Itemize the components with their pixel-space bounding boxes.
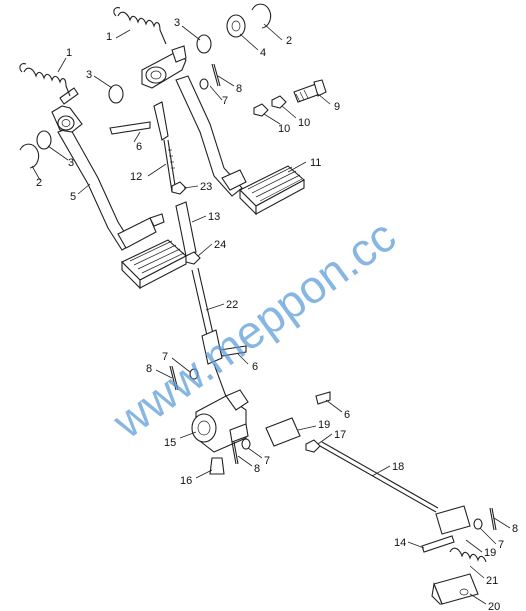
callout-15: 15 (164, 437, 176, 449)
callout-8a: 8 (236, 83, 242, 95)
cotter-pin-top (211, 63, 221, 87)
callout-8b: 8 (146, 363, 152, 375)
grease-fitting-16 (209, 457, 225, 475)
left-pedal-pad (121, 239, 187, 290)
callout-24: 24 (214, 239, 226, 251)
callout-22: 22 (226, 299, 238, 311)
left-pedal-arm (51, 87, 165, 251)
callout-21: 21 (486, 575, 498, 587)
callout-7d: 7 (498, 539, 504, 551)
watermark-text: www.meppon.cc (103, 209, 405, 449)
clevis-pin-6-top (109, 121, 151, 135)
washer-7-lower (473, 518, 483, 530)
sleeve-13 (175, 201, 197, 257)
callout-3a: 3 (68, 157, 74, 169)
bracket-20 (431, 573, 479, 605)
clevis-pin-14 (421, 535, 455, 553)
callout-19a: 19 (318, 419, 330, 431)
snap-ring-right (251, 3, 272, 29)
callout-6b: 6 (252, 361, 258, 373)
callout-6c: 6 (344, 409, 350, 421)
right-pedal-pad (239, 165, 305, 216)
callout-14: 14 (394, 537, 406, 549)
callout-10b: 10 (298, 117, 310, 129)
large-washer (226, 14, 246, 38)
callout-23: 23 (200, 181, 212, 193)
callout-8c: 8 (254, 463, 260, 475)
washer-left (36, 130, 52, 150)
callout-3c: 3 (174, 17, 180, 29)
callout-13: 13 (208, 211, 220, 223)
right-pedal-arm (141, 45, 247, 197)
callout-7b: 7 (222, 95, 228, 107)
clevis-pin-6-mid (219, 345, 247, 357)
clevis-19-lower (435, 505, 471, 535)
callout-19b: 19 (484, 547, 496, 559)
callout-10a: 10 (278, 123, 290, 135)
cotter-pin-8-mid (169, 365, 179, 391)
washer-top (196, 34, 212, 54)
callout-6a: 6 (136, 141, 142, 153)
callout-2b: 2 (286, 35, 292, 47)
washer-mid (108, 84, 124, 104)
callout-18: 18 (392, 461, 404, 473)
spring-21 (449, 547, 487, 563)
callout-1a: 1 (66, 47, 72, 59)
callout-7c: 7 (264, 455, 270, 467)
washer-7-mid (189, 368, 199, 380)
callout-11: 11 (310, 157, 321, 169)
callout-20: 20 (488, 601, 500, 611)
callout-7a: 7 (162, 351, 168, 363)
callout-3b: 3 (86, 69, 92, 81)
callout-4: 4 (260, 47, 266, 59)
leader-lines (31, 23, 511, 605)
washer-7-top (199, 78, 209, 90)
callout-17: 17 (334, 429, 346, 441)
callout-5: 5 (70, 191, 76, 203)
nut-24 (185, 251, 201, 265)
callout-9: 9 (334, 101, 340, 113)
rod-12 (153, 101, 177, 193)
callout-2a: 2 (36, 177, 42, 189)
nut-17 (305, 439, 321, 453)
cotter-pin-8-low (231, 441, 239, 465)
nut-23 (171, 181, 187, 195)
callout-labels: 1 1 2 2 3 3 3 4 5 6 6 6 7 7 7 7 8 8 8 8 … (36, 17, 518, 611)
bellcrank-15 (191, 389, 249, 453)
spring-left (19, 63, 71, 97)
rod-18 (319, 441, 439, 513)
nut-10-b (271, 95, 287, 109)
callout-1b: 1 (106, 31, 112, 43)
snap-ring-left (19, 143, 40, 169)
washer-7-low (241, 438, 251, 450)
bolt-9 (293, 79, 327, 103)
cotter-pin-8-lower (489, 507, 497, 531)
spring-right (113, 7, 167, 45)
nut-10-a (253, 103, 269, 117)
clevis-19-upper (265, 417, 301, 447)
clevis-pin-6-low (315, 391, 331, 405)
callout-8d: 8 (512, 523, 518, 535)
callout-16: 16 (180, 475, 192, 487)
callout-12: 12 (130, 171, 142, 183)
